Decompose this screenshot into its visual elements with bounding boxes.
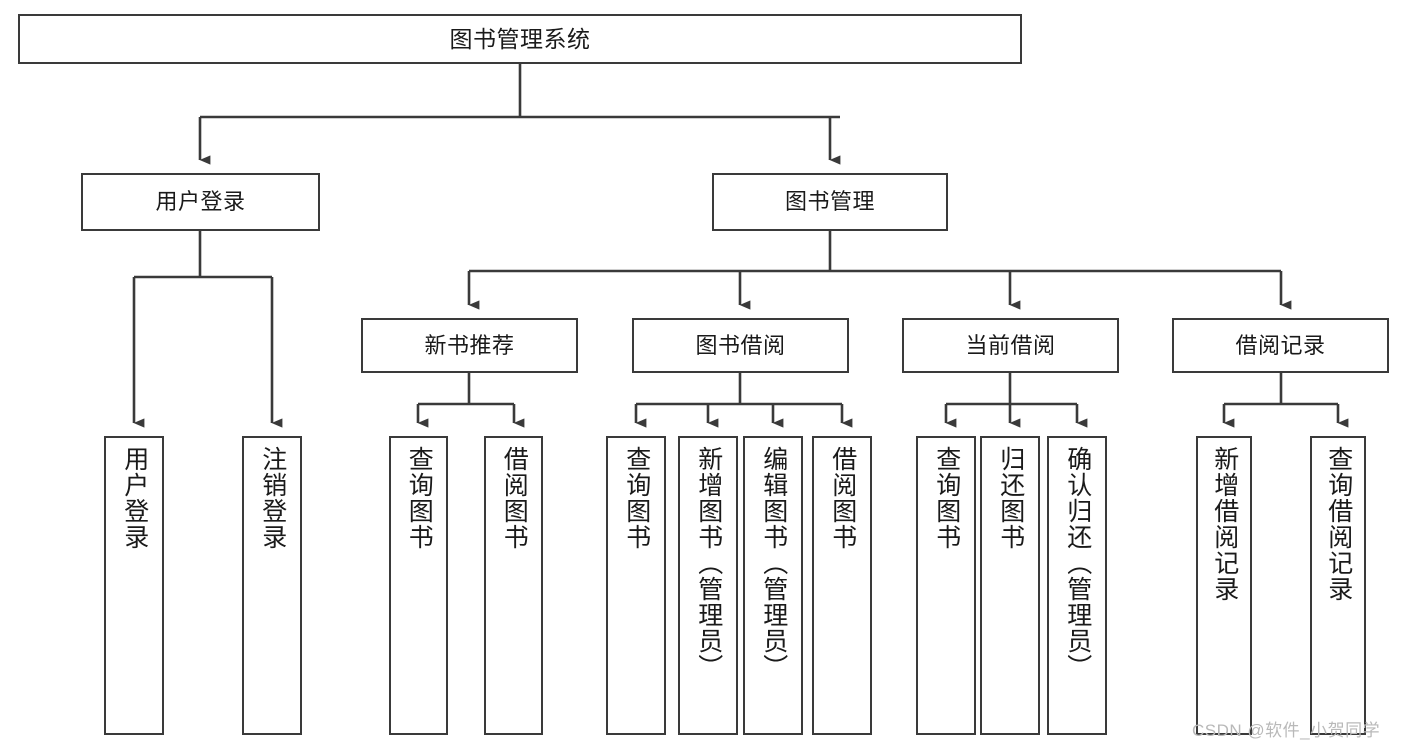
node-new-book-rec-label: 新书推荐 (424, 332, 515, 358)
node-borrow-record[interactable]: 借阅记录 (1172, 318, 1389, 373)
node-leaf-query-book-3[interactable]: 查询图书 (916, 436, 976, 735)
node-user-login[interactable]: 用户登录 (81, 173, 320, 231)
node-user-login-label: 用户登录 (155, 189, 246, 215)
node-leaf-add-record-label: 新增借阅记录 (1210, 446, 1239, 602)
node-leaf-logout[interactable]: 注销登录 (242, 436, 302, 735)
node-current-borrow-label: 当前借阅 (965, 332, 1056, 358)
node-book-borrow[interactable]: 图书借阅 (632, 318, 849, 373)
node-root-label: 图书管理系统 (449, 25, 591, 52)
node-leaf-query-record[interactable]: 查询借阅记录 (1310, 436, 1366, 735)
node-current-borrow[interactable]: 当前借阅 (902, 318, 1119, 373)
node-leaf-logout-label: 注销登录 (258, 446, 287, 550)
node-leaf-add-book-label: 新增图书（管理员） (694, 446, 723, 680)
node-leaf-borrow-book-2[interactable]: 借阅图书 (812, 436, 872, 735)
node-leaf-confirm-return[interactable]: 确认归还（管理员） (1047, 436, 1107, 735)
node-leaf-return-book[interactable]: 归还图书 (980, 436, 1040, 735)
node-leaf-user-login[interactable]: 用户登录 (104, 436, 164, 735)
node-root[interactable]: 图书管理系统 (18, 14, 1022, 64)
node-leaf-return-book-label: 归还图书 (996, 446, 1025, 550)
node-leaf-add-record[interactable]: 新增借阅记录 (1196, 436, 1252, 735)
node-leaf-borrow-book-1[interactable]: 借阅图书 (484, 436, 543, 735)
node-leaf-add-book[interactable]: 新增图书（管理员） (678, 436, 738, 735)
node-leaf-edit-book-label: 编辑图书（管理员） (759, 446, 788, 680)
node-leaf-borrow-book-1-label: 借阅图书 (500, 446, 529, 550)
node-leaf-query-book-1-label: 查询图书 (405, 446, 434, 550)
node-borrow-record-label: 借阅记录 (1235, 332, 1326, 358)
csdn-watermark: CSDN @软件_小贺同学 (1192, 721, 1381, 740)
node-book-manage[interactable]: 图书管理 (712, 173, 948, 231)
node-book-borrow-label: 图书借阅 (695, 332, 786, 358)
node-leaf-query-book-2[interactable]: 查询图书 (606, 436, 666, 735)
node-leaf-query-record-label: 查询借阅记录 (1324, 446, 1353, 602)
node-leaf-edit-book[interactable]: 编辑图书（管理员） (743, 436, 803, 735)
node-leaf-query-book-2-label: 查询图书 (622, 446, 651, 550)
node-leaf-query-book-1[interactable]: 查询图书 (389, 436, 448, 735)
node-leaf-user-login-label: 用户登录 (120, 446, 149, 550)
node-leaf-query-book-3-label: 查询图书 (932, 446, 961, 550)
node-leaf-borrow-book-2-label: 借阅图书 (828, 446, 857, 550)
node-book-manage-label: 图书管理 (784, 189, 875, 215)
node-new-book-rec[interactable]: 新书推荐 (361, 318, 578, 373)
node-leaf-confirm-return-label: 确认归还（管理员） (1063, 446, 1092, 680)
